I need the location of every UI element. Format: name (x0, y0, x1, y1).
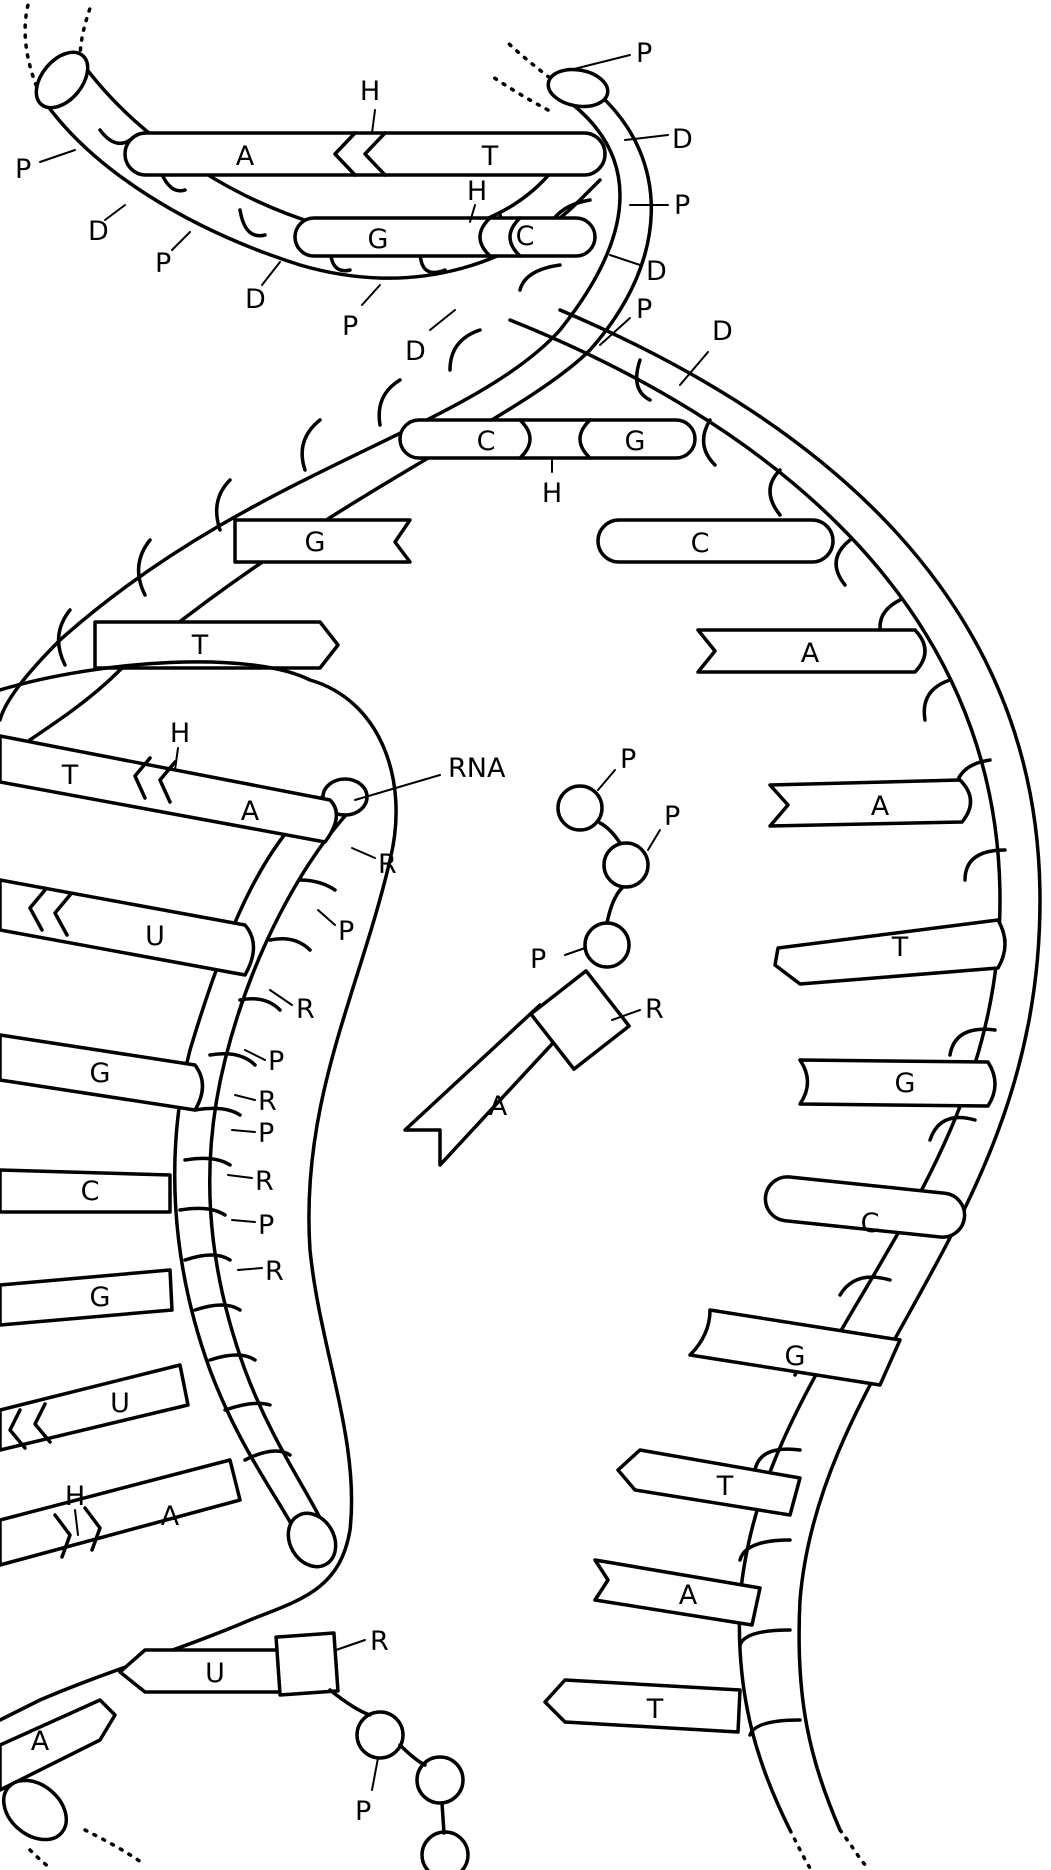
label-phosphate: P (664, 801, 680, 832)
label-ribose: R (255, 1166, 274, 1197)
base-G: G (895, 1068, 916, 1099)
base-A: A (236, 141, 255, 172)
base-A: A (801, 638, 820, 669)
free-nucleotide-atp: A (405, 786, 648, 1165)
label-phosphate: P (674, 190, 690, 221)
label-hydrogen-bond: H (542, 478, 562, 509)
label-rna: RNA (448, 753, 506, 784)
base-C: C (81, 1176, 100, 1207)
label-deoxyribose: D (712, 316, 733, 347)
label-ribose: R (645, 994, 664, 1025)
base-T: T (481, 141, 499, 172)
base-U: U (110, 1388, 130, 1419)
label-phosphate: P (258, 1210, 274, 1241)
label-phosphate: P (268, 1046, 284, 1077)
label-phosphate: P (155, 248, 171, 279)
label-hydrogen-bond: H (467, 176, 487, 207)
coding-strand-bases: G T (95, 520, 410, 668)
label-phosphate: P (342, 311, 358, 342)
label-deoxyribose: D (88, 216, 109, 247)
base-A: A (871, 791, 890, 822)
base-U: U (205, 1658, 225, 1689)
label-phosphate: P (258, 1118, 274, 1149)
base-T: T (191, 630, 209, 661)
label-deoxyribose: D (646, 256, 667, 287)
base-C: C (691, 528, 710, 559)
base-C: C (477, 426, 496, 457)
base-A: A (679, 1580, 698, 1611)
base-A: A (241, 796, 260, 827)
base-T: T (61, 760, 79, 791)
top-pair-1: A T (125, 133, 605, 175)
base-C: C (861, 1208, 880, 1239)
label-phosphate: P (636, 38, 652, 69)
top-pair-2: G C (295, 218, 595, 256)
base-G: G (625, 426, 646, 457)
label-phosphate: P (620, 744, 636, 775)
label-ribose: R (265, 1256, 284, 1287)
label-phosphate: P (636, 294, 652, 325)
label-phosphate: P (530, 944, 546, 975)
base-T: T (646, 1694, 664, 1725)
label-ribose: R (258, 1086, 277, 1117)
bottom-left-dna: A (0, 1700, 145, 1868)
base-G: G (305, 527, 326, 558)
base-T: T (716, 1471, 734, 1502)
label-ribose: R (378, 849, 397, 880)
base-A: A (31, 1726, 50, 1757)
label-deoxyribose: D (672, 124, 693, 155)
label-hydrogen-bond: H (170, 718, 190, 749)
label-hydrogen-bond: H (360, 76, 380, 107)
label-phosphate: P (15, 154, 31, 185)
base-G: G (90, 1058, 111, 1089)
top-pair-3: C G (400, 420, 695, 458)
base-T: T (891, 932, 909, 963)
base-C: C (516, 221, 535, 252)
rna-base-pairs: T A U G C G U A (0, 736, 336, 1565)
free-nucleotide-utp: U (120, 1633, 468, 1870)
label-ribose: R (370, 1626, 389, 1657)
label-phosphate: P (338, 916, 354, 947)
label-ribose: R (296, 994, 315, 1025)
base-A: A (489, 1091, 508, 1122)
base-A: A (161, 1501, 180, 1532)
base-G: G (368, 224, 389, 255)
label-deoxyribose: D (405, 336, 426, 367)
base-U: U (145, 921, 165, 952)
label-hydrogen-bond: H (65, 1481, 85, 1512)
label-phosphate: P (355, 1796, 371, 1827)
label-deoxyribose: D (245, 284, 266, 315)
base-G: G (785, 1341, 806, 1372)
base-G: G (90, 1282, 111, 1313)
